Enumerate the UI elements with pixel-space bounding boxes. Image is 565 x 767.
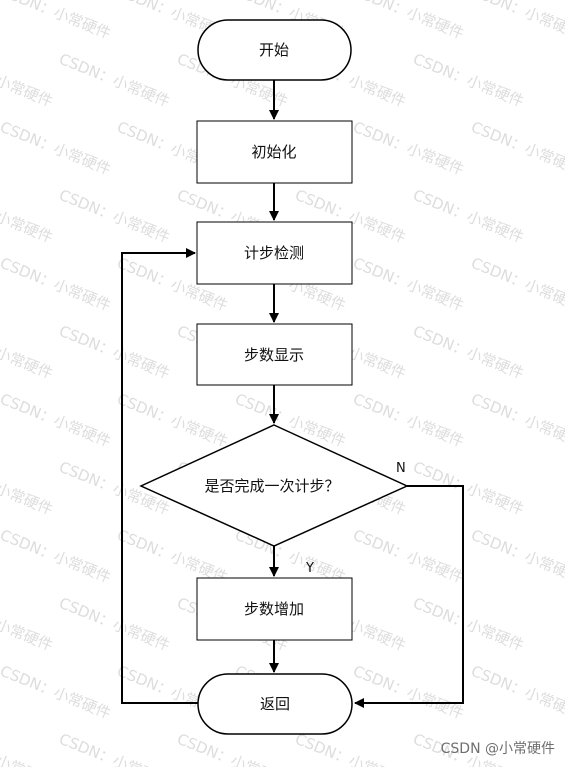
detect-label: 计步检测 — [244, 244, 304, 262]
branch-label-no: N — [396, 461, 406, 476]
edge-return-loop-to-detect — [121, 248, 198, 704]
process-shape-display — [196, 323, 353, 386]
edge-decision-no-to-return — [354, 485, 464, 708]
node-return: 返回 — [197, 673, 353, 735]
decision-shape — [139, 424, 409, 547]
process-shape-increment — [196, 577, 353, 641]
node-display: 步数显示 — [196, 323, 353, 386]
node-detect: 计步检测 — [196, 221, 353, 285]
node-decision: 是否完成一次计步？ — [139, 424, 409, 547]
branch-label-yes: Y — [305, 561, 314, 576]
node-start: 开始 — [197, 19, 352, 81]
start-label: 开始 — [259, 41, 289, 59]
process-shape-detect — [196, 221, 353, 285]
terminal-shape-return — [197, 673, 353, 735]
init-label: 初始化 — [251, 143, 296, 161]
terminal-shape-start — [197, 19, 352, 81]
return-label: 返回 — [260, 695, 290, 713]
increment-label: 步数增加 — [244, 600, 304, 618]
connectors — [121, 80, 464, 708]
footer-watermark: CSDN @小常硬件 — [440, 741, 555, 757]
display-label: 步数显示 — [244, 346, 304, 364]
node-increment: 步数增加 — [196, 577, 353, 641]
node-init: 初始化 — [196, 120, 353, 184]
decision-label: 是否完成一次计步？ — [204, 477, 339, 495]
process-shape-init — [196, 120, 353, 184]
